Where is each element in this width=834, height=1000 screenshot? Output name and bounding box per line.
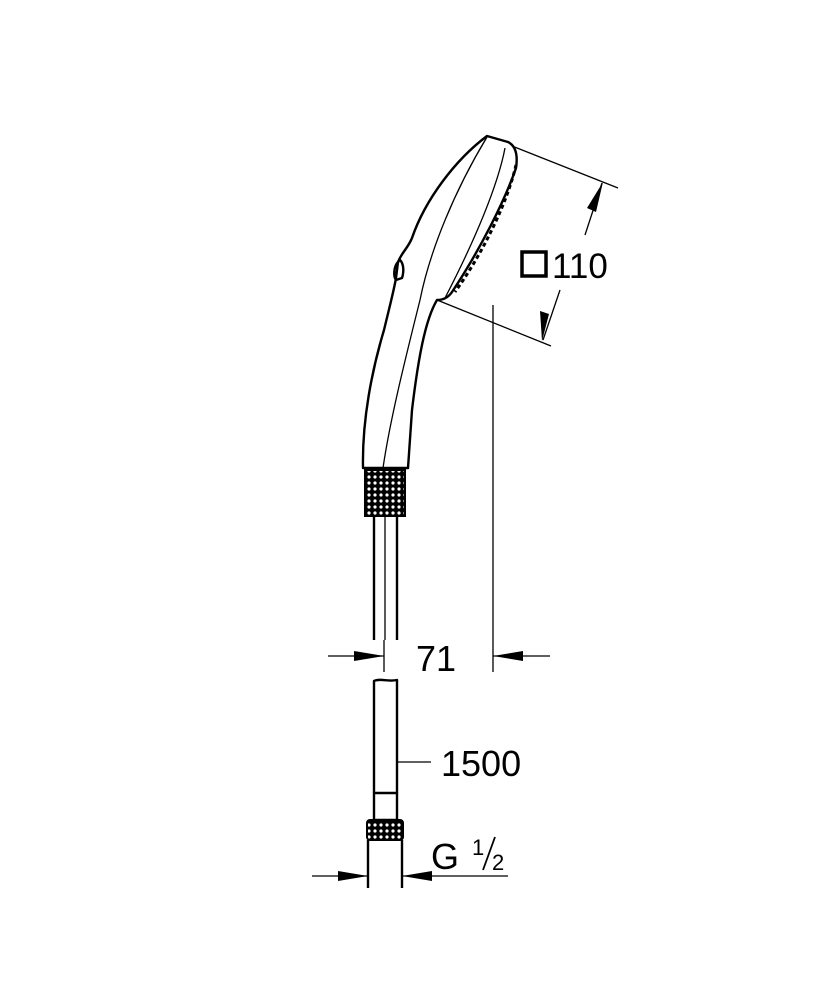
knurled-nut-bottom [366, 819, 404, 841]
thread-numerator: 1 [472, 835, 484, 860]
dimension-110: 110 [436, 145, 619, 347]
square-symbol-icon [520, 250, 548, 278]
fraction-slash [482, 836, 496, 871]
knurled-nut-top [364, 469, 406, 517]
dimension-71: 71 [328, 305, 550, 679]
hose-lower [372, 678, 399, 822]
handset-outline [361, 134, 518, 470]
dimension-thread: G 1 2 [312, 835, 508, 881]
spray-nozzles [453, 164, 518, 293]
hand-shower [361, 134, 518, 470]
projection-label: 71 [416, 638, 456, 679]
dimension-1500: 1500 [397, 743, 521, 784]
spray-face [444, 147, 506, 299]
handset-centerline [382, 136, 488, 469]
thread-letter: G [431, 836, 459, 877]
thread-denominator: 2 [492, 850, 504, 875]
hose-length-label: 1500 [441, 743, 521, 784]
hose-upper [372, 516, 399, 640]
head-size-label: 110 [552, 247, 608, 286]
handset-button [393, 258, 405, 282]
